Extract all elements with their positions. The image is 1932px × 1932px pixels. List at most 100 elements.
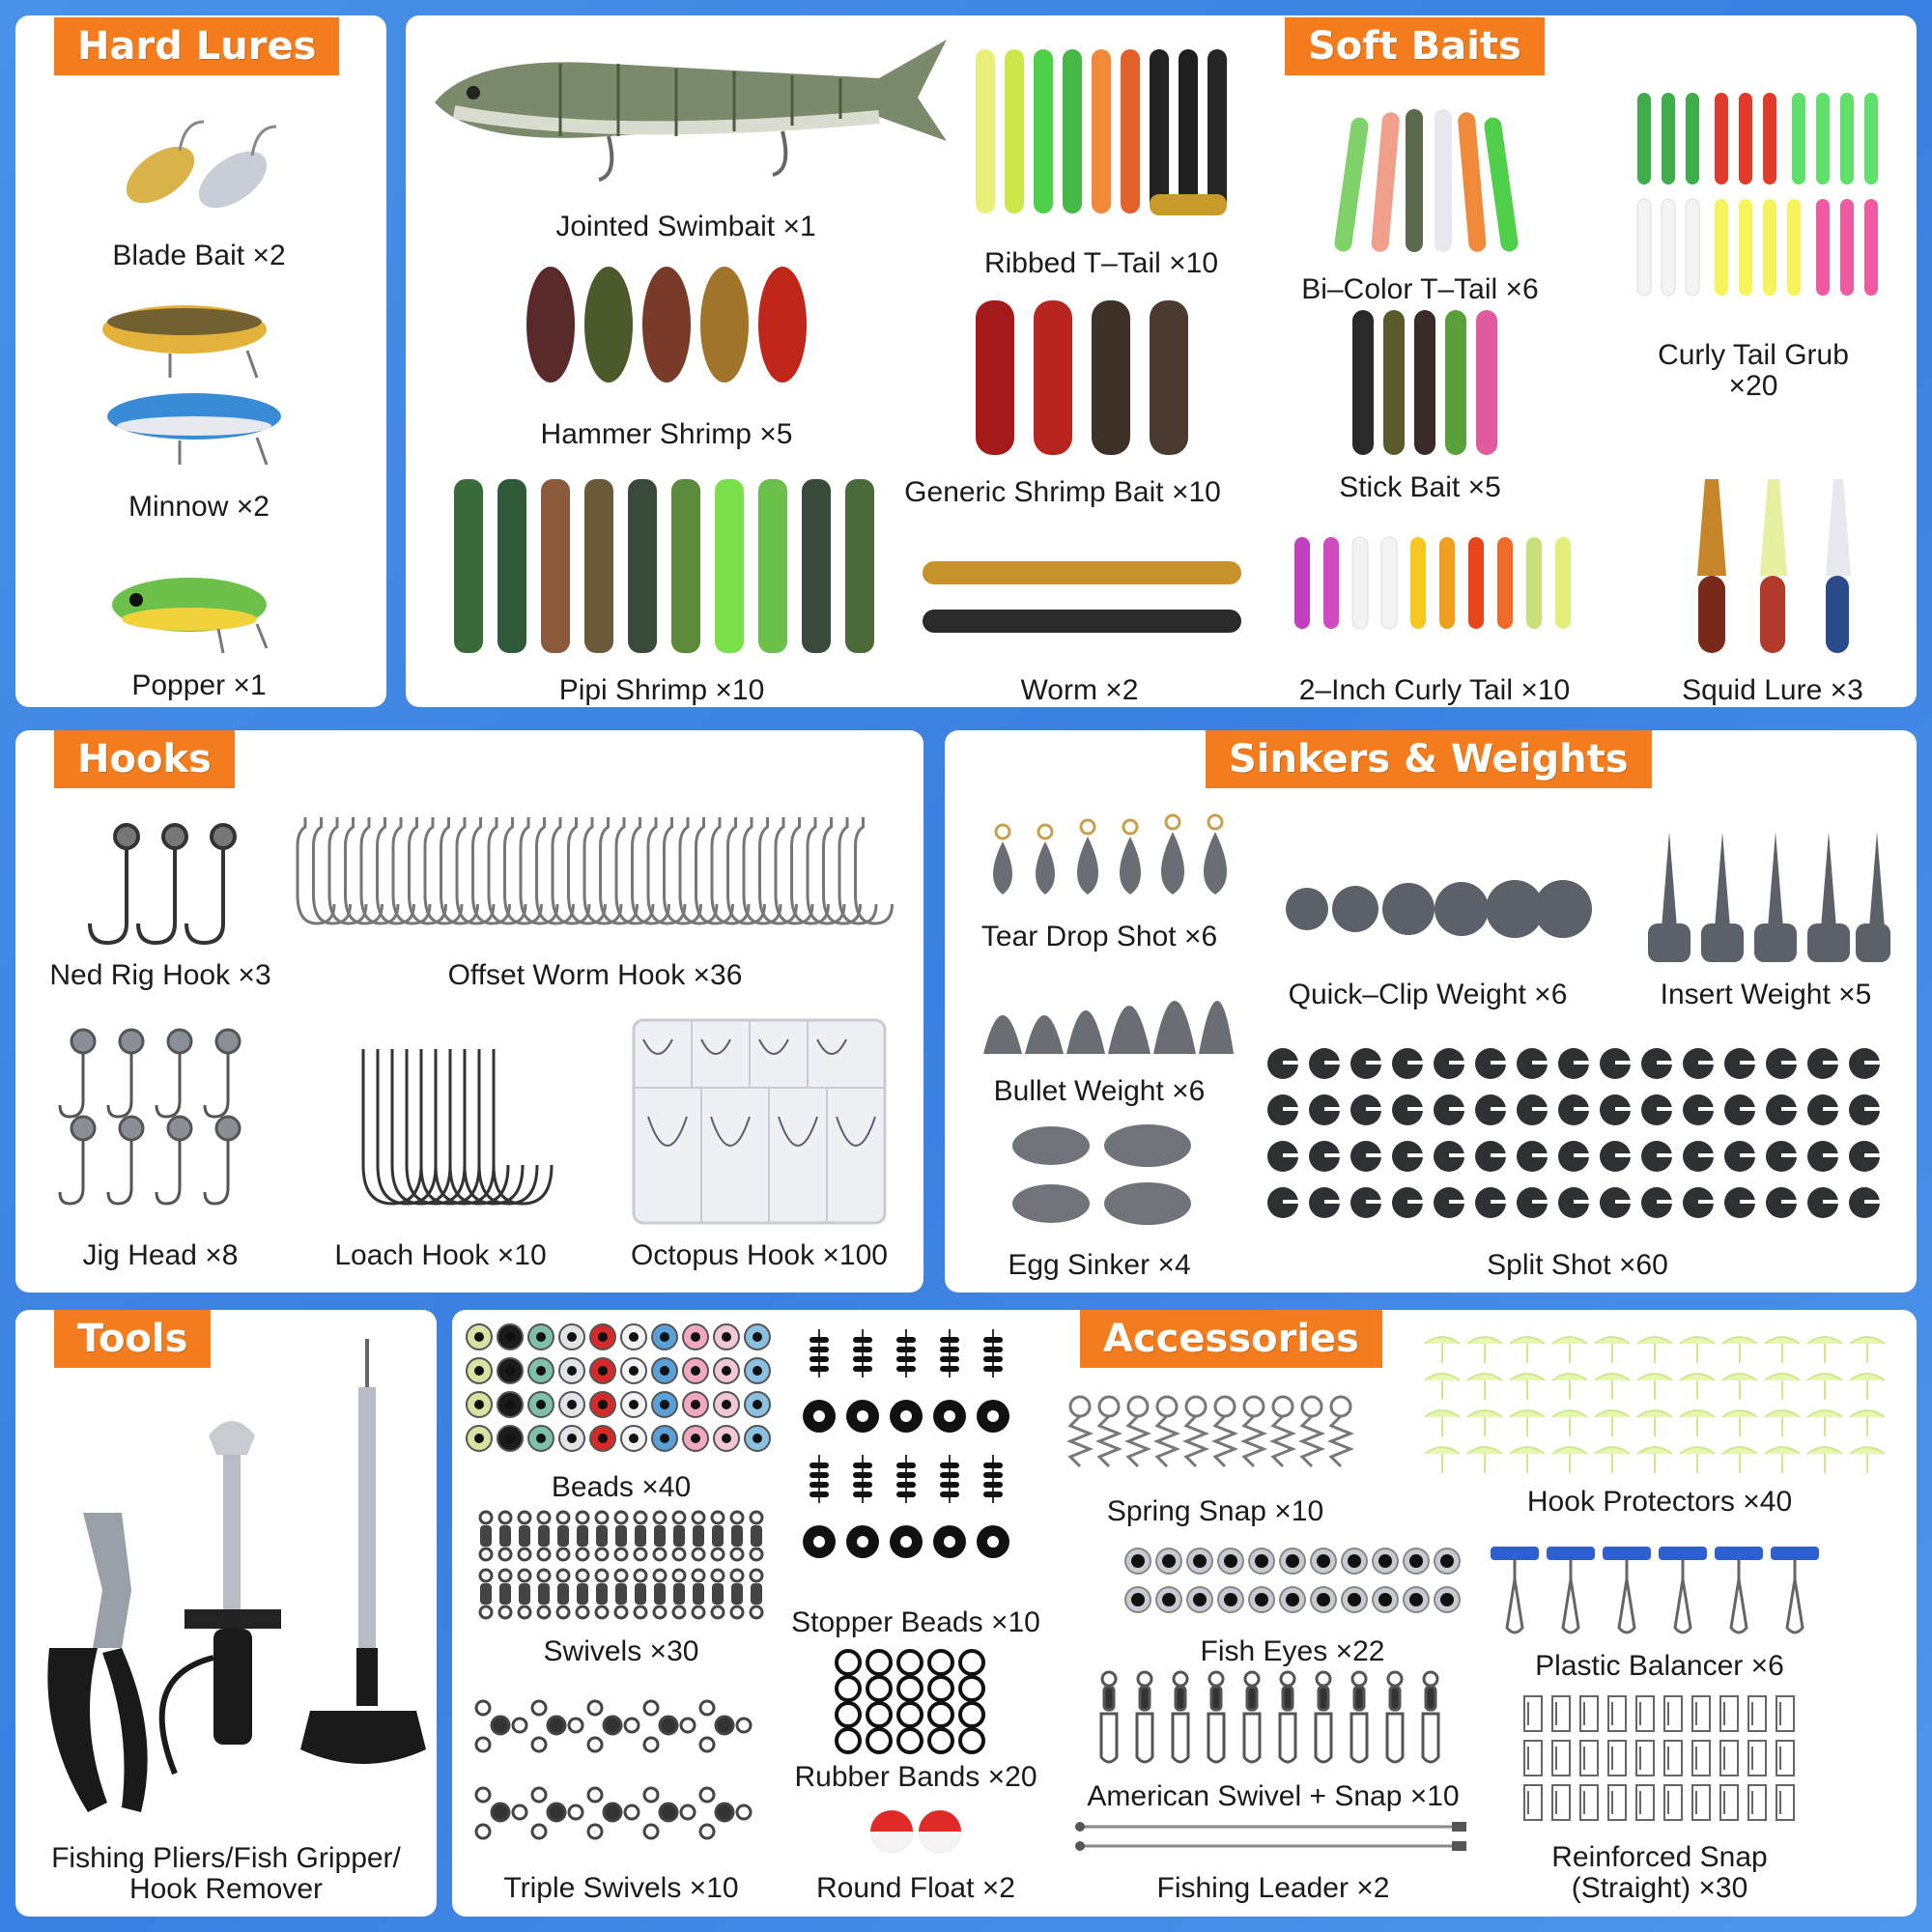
insert-weight-label: Insert Weight ×5: [1660, 979, 1872, 1010]
plastic-balancer-label: Plastic Balancer ×6: [1535, 1650, 1784, 1682]
sinkers-panel: Sinkers & Weights Tear Drop Shot ×6: [945, 730, 1917, 1293]
reinforced-snap-label: Reinforced Snap (Straight) ×30: [1486, 1842, 1833, 1904]
american-swivel-item: American Swivel + Snap ×10: [1080, 1667, 1466, 1812]
jig-head-label: Jig Head ×8: [82, 1239, 239, 1271]
squid-lure-label: Squid Lure ×3: [1682, 674, 1863, 706]
stopper-beads-item: Stopper Beads ×10: [790, 1320, 1041, 1638]
curly-tail-grub-label-line2: ×20: [1728, 370, 1778, 402]
fish-eyes-label: Fish Eyes ×22: [1200, 1635, 1385, 1667]
hammer-shrimp-label: Hammer Shrimp ×5: [540, 418, 793, 450]
reinforced-snap-label-line2: (Straight) ×30: [1571, 1872, 1748, 1904]
pipi-shrimp-image: [435, 460, 889, 668]
bullet-weight-image: [964, 962, 1235, 1068]
plastic-balancer-image: [1486, 1542, 1833, 1643]
hooks-title: Hooks: [54, 730, 235, 788]
quick-clip-weight-item: Quick–Clip Weight ×6: [1264, 851, 1592, 1010]
loach-hook-item: Loach Hook ×10: [325, 1039, 556, 1271]
reinforced-snap-image: [1505, 1691, 1814, 1832]
round-float-label: Round Float ×2: [816, 1872, 1015, 1904]
tools-label: Fishing Pliers/Fish Gripper/ Hook Remove…: [15, 1843, 437, 1905]
bullet-weight-label: Bullet Weight ×6: [993, 1075, 1206, 1107]
american-swivel-image: [1080, 1667, 1466, 1774]
jointed-swimbait-item: Jointed Swimbait ×1: [415, 25, 956, 242]
octopus-hook-label: Octopus Hook ×100: [630, 1239, 888, 1271]
accessories-panel: Accessories Beads ×40 Stopper Beads ×10 …: [452, 1310, 1917, 1917]
tools-label-line2: Hook Remover: [128, 1873, 324, 1905]
tools-image: [25, 1320, 427, 1822]
fish-eyes-image: [1119, 1542, 1466, 1629]
split-shot-item: Split Shot ×60: [1264, 1039, 1891, 1281]
ribbed-t-tail-label: Ribbed T–Tail ×10: [983, 247, 1219, 279]
jointed-swimbait-label: Jointed Swimbait ×1: [555, 211, 816, 242]
tear-drop-shot-label: Tear Drop Shot ×6: [980, 921, 1218, 952]
octopus-hook-item: Octopus Hook ×100: [614, 1010, 904, 1271]
offset-worm-hook-image: [286, 808, 904, 952]
rubber-bands-item: Rubber Bands ×20: [790, 1648, 1041, 1793]
tear-drop-shot-item: Tear Drop Shot ×6: [964, 803, 1235, 952]
ned-rig-hook-item: Ned Rig Hook ×3: [44, 817, 276, 991]
hammer-shrimp-item: Hammer Shrimp ×5: [502, 247, 831, 450]
fishing-leader-image: [1070, 1812, 1476, 1865]
hooks-panel: Hooks Ned Rig Hook ×3 Offset Worm Hook ×…: [15, 730, 923, 1293]
reinforced-snap-item: Reinforced Snap (Straight) ×30: [1505, 1691, 1814, 1904]
swivels-item: Swivels ×30: [471, 1503, 771, 1667]
accessories-title: Accessories: [1080, 1310, 1382, 1368]
generic-shrimp-label: Generic Shrimp Bait ×10: [904, 476, 1221, 508]
hard-lures-title: Hard Lures: [54, 17, 340, 75]
beads-label: Beads ×40: [551, 1471, 692, 1503]
squid-lure-item: Squid Lure ×3: [1662, 460, 1884, 706]
tools-panel: Tools: [15, 1310, 437, 1917]
fishing-leader-label: Fishing Leader ×2: [1156, 1872, 1390, 1904]
quick-clip-weight-image: [1264, 851, 1592, 972]
egg-sinker-image: [983, 1117, 1215, 1242]
stopper-beads-label: Stopper Beads ×10: [791, 1606, 1040, 1638]
worm-label: Worm ×2: [1020, 674, 1139, 706]
minnow-item: Minnow ×2: [54, 281, 344, 523]
insert-weight-item: Insert Weight ×5: [1640, 822, 1891, 1010]
ned-rig-hook-image: [44, 817, 276, 952]
curly-tail-2inch-item: 2–Inch Curly Tail ×10: [1265, 518, 1604, 706]
hook-protectors-image: [1418, 1324, 1901, 1479]
rubber-bands-label: Rubber Bands ×20: [794, 1761, 1037, 1793]
american-swivel-label: American Swivel + Snap ×10: [1087, 1780, 1460, 1812]
soft-baits-title: Soft Baits: [1285, 17, 1545, 75]
offset-worm-hook-item: Offset Worm Hook ×36: [286, 808, 904, 991]
beads-item: Beads ×40: [462, 1320, 781, 1503]
generic-shrimp-item: Generic Shrimp Bait ×10: [904, 281, 1221, 508]
blade-bait-image: [73, 98, 325, 233]
stopper-beads-image: [790, 1320, 1041, 1600]
curly-tail-grub-label: Curly Tail Grub ×20: [1589, 340, 1917, 402]
tools-title: Tools: [54, 1310, 212, 1368]
quick-clip-weight-label: Quick–Clip Weight ×6: [1288, 979, 1568, 1010]
plastic-balancer-item: Plastic Balancer ×6: [1486, 1542, 1833, 1682]
split-shot-image: [1264, 1039, 1891, 1242]
loach-hook-label: Loach Hook ×10: [334, 1239, 547, 1271]
reinforced-snap-label-line1: Reinforced Snap: [1551, 1841, 1768, 1873]
hook-protectors-label: Hook Protectors ×40: [1526, 1486, 1793, 1518]
bi-color-t-tail-label: Bi–Color T–Tail ×6: [1301, 273, 1539, 305]
ribbed-t-tail-item: Ribbed T–Tail ×10: [947, 30, 1256, 279]
hook-protectors-item: Hook Protectors ×40: [1418, 1324, 1901, 1518]
generic-shrimp-image: [918, 281, 1208, 469]
pipi-shrimp-item: Pipi Shrimp ×10: [435, 460, 889, 706]
rubber-bands-image: [790, 1648, 1041, 1754]
egg-sinker-label: Egg Sinker ×4: [1008, 1249, 1191, 1281]
swivels-label: Swivels ×30: [543, 1635, 699, 1667]
pliers-icon: [47, 1513, 148, 1812]
minnow-image: [54, 281, 344, 484]
beads-image: [462, 1320, 781, 1464]
fishing-leader-item: Fishing Leader ×2: [1070, 1812, 1476, 1904]
insert-weight-image: [1640, 822, 1891, 972]
triple-swivels-item: Triple Swivels ×10: [471, 1687, 771, 1904]
tools-label-line1: Fishing Pliers/Fish Gripper/: [51, 1842, 401, 1874]
fish-gripper-icon: [158, 1421, 281, 1776]
loach-hook-image: [325, 1039, 556, 1233]
sinkers-title: Sinkers & Weights: [1206, 730, 1652, 788]
hard-lures-panel: Hard Lures Blade Bait ×2 Minnow ×2: [15, 15, 386, 707]
stick-bait-image: [1333, 300, 1507, 465]
hammer-shrimp-image: [502, 247, 831, 412]
egg-sinker-item: Egg Sinker ×4: [983, 1117, 1215, 1281]
worm-item: Worm ×2: [908, 537, 1251, 706]
octopus-hook-image: [614, 1010, 904, 1233]
bi-color-t-tail-image: [1304, 98, 1536, 267]
